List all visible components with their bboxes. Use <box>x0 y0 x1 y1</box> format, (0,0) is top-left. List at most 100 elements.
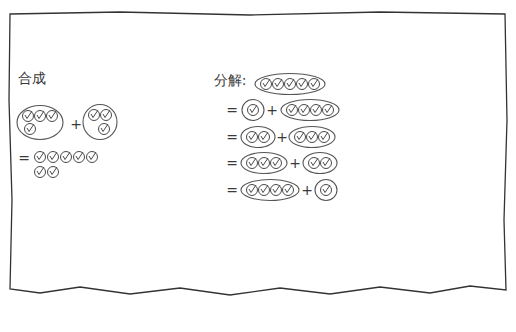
check-mark <box>289 105 296 113</box>
ticked-circle <box>35 111 46 122</box>
handwritten-text: + <box>276 130 288 144</box>
circle-mark <box>247 158 258 169</box>
circle-mark <box>23 111 34 122</box>
handwritten-text: = <box>226 103 238 117</box>
circle-mark <box>283 185 294 196</box>
circle-mark <box>247 185 258 196</box>
ticked-circle <box>311 105 322 116</box>
check-mark <box>37 111 44 119</box>
check-mark <box>273 158 280 166</box>
circle-mark <box>323 105 334 116</box>
group-ring <box>242 100 264 121</box>
check-mark <box>63 152 70 160</box>
ticked-circle <box>273 79 284 90</box>
group-ring <box>315 180 337 201</box>
check-mark <box>285 185 292 193</box>
ticked-circle <box>35 152 46 163</box>
ticked-circle <box>247 132 258 143</box>
ticked-circle <box>295 132 306 143</box>
group-ring <box>303 153 337 174</box>
ticked-circle <box>309 79 320 90</box>
circle-mark <box>299 105 310 116</box>
ticked-circle <box>271 158 282 169</box>
ticked-circle <box>319 132 330 143</box>
circle-mark <box>48 167 59 178</box>
object-group <box>83 105 117 140</box>
handwritten-text: + <box>301 183 313 197</box>
object-group <box>242 100 264 121</box>
ticked-circle <box>309 158 320 169</box>
check-mark <box>37 152 44 160</box>
handwritten-text: + <box>70 117 82 131</box>
check-mark <box>249 132 256 140</box>
handwritten-text: 合成 <box>18 71 46 85</box>
circle-mark <box>319 132 330 143</box>
check-mark <box>50 167 57 175</box>
check-mark <box>273 185 280 193</box>
check-mark <box>325 105 332 113</box>
ticked-circle <box>287 105 298 116</box>
circle-mark <box>309 158 320 169</box>
check-mark <box>25 111 32 119</box>
check-mark <box>299 79 306 87</box>
check-mark <box>89 152 96 160</box>
object-group <box>303 153 337 174</box>
ticked-circle <box>259 132 270 143</box>
ticked-circle <box>261 79 272 90</box>
handwritten-text: + <box>289 156 301 170</box>
ticked-circle <box>25 124 36 135</box>
ticked-circle <box>247 158 258 169</box>
group-ring <box>255 74 325 95</box>
circle-mark <box>47 111 58 122</box>
check-mark <box>323 158 330 166</box>
check-mark <box>287 79 294 87</box>
check-mark <box>301 105 308 113</box>
circle-mark <box>295 132 306 143</box>
circle-mark <box>271 185 282 196</box>
ticked-circle <box>87 152 98 163</box>
object-group <box>17 106 63 140</box>
check-mark <box>311 79 318 87</box>
group-ring <box>289 127 335 148</box>
circle-mark <box>48 152 59 163</box>
circle-mark <box>259 132 270 143</box>
object-group <box>289 127 335 148</box>
object-group <box>281 100 339 121</box>
circle-mark <box>285 79 296 90</box>
check-mark <box>261 185 268 193</box>
ticked-circle <box>99 124 110 135</box>
circle-mark <box>271 158 282 169</box>
circle-mark <box>74 152 85 163</box>
ticked-circle <box>23 111 34 122</box>
check-mark <box>249 158 256 166</box>
object-group <box>315 180 337 201</box>
group-ring <box>241 180 299 201</box>
circle-mark <box>25 124 36 135</box>
check-mark <box>37 167 44 175</box>
check-mark <box>76 152 83 160</box>
ticked-circle <box>323 105 334 116</box>
ticked-circle <box>101 110 112 121</box>
object-group <box>241 127 275 148</box>
handwritten-text: = <box>226 156 238 170</box>
circle-mark <box>259 185 270 196</box>
check-mark <box>311 158 318 166</box>
check-mark <box>323 185 330 193</box>
circle-mark <box>311 105 322 116</box>
object-group <box>241 153 287 174</box>
circle-mark <box>101 110 112 121</box>
handwritten-text: = <box>226 183 238 197</box>
circle-mark <box>87 152 98 163</box>
circle-mark <box>309 79 320 90</box>
ticked-circle <box>299 105 310 116</box>
check-mark <box>309 132 316 140</box>
circle-mark <box>259 158 270 169</box>
circle-mark <box>35 111 46 122</box>
check-mark <box>297 132 304 140</box>
circle-mark <box>273 79 284 90</box>
ticked-circle <box>74 152 85 163</box>
check-mark <box>261 132 268 140</box>
ticked-circle <box>271 185 282 196</box>
ticked-circle <box>48 167 59 178</box>
